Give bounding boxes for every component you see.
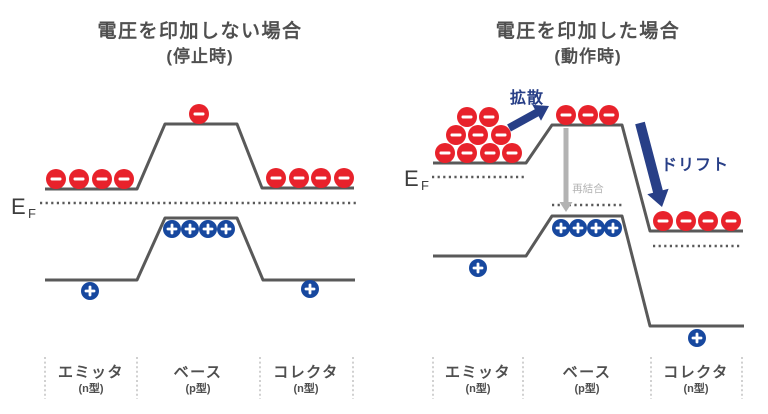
drift-arrow-icon [635,121,669,207]
electron-icon [480,143,500,163]
hole-icon [688,329,706,347]
hole-icon [604,219,622,237]
electron-icon [491,125,511,145]
electron-icon [311,168,331,188]
left-emitter-doping: (n型) [78,381,103,395]
left-collector-doping: (n型) [293,381,318,395]
electron-icon [479,107,499,127]
electron-icon [457,143,477,163]
electron-icon [556,105,576,125]
left-base-doping: (p型) [185,381,210,395]
electron-icon [578,105,598,125]
left-collector-label: コレクタ [273,364,338,381]
hole-icon [552,219,570,237]
right-carriers [435,105,741,347]
left-panel-subtitle: (停止時) [166,46,233,66]
electron-icon [435,143,455,163]
right-panel-subtitle: (動作時) [554,46,621,66]
recombination-label: 再結合 [572,182,604,195]
electron-icon [92,169,112,189]
electron-icon [676,211,696,231]
right-valence-band [433,214,744,328]
hole-icon [217,220,235,238]
hole-icon [301,280,319,298]
right-emitter-doping: (n型) [465,381,490,395]
hole-icon [81,282,99,300]
electron-icon [599,105,619,125]
hole-icon [569,219,587,237]
left-carriers [46,104,354,300]
left-panel-title: 電圧を印加しない場合 [97,19,302,42]
hole-icon [199,220,217,238]
electron-icon [334,168,354,188]
electron-icon [721,211,741,231]
right-base-label: ベース [563,364,612,381]
electron-icon [653,211,673,231]
right-emitter-label: エミッタ [445,364,511,381]
right-panel-title: 電圧を印加した場合 [496,19,681,42]
electron-icon [468,125,488,145]
right-collector-label: コレクタ [663,364,728,381]
left-ef-label: E [11,194,26,219]
right-base-doping: (p型) [574,381,599,395]
electron-icon [457,107,477,127]
hole-icon [587,219,605,237]
left-emitter-label: エミッタ [58,364,124,381]
hole-icon [181,220,199,238]
hole-icon [469,259,487,277]
drift-label: ドリフト [661,157,729,174]
diffusion-arrow-icon [507,104,549,132]
electron-icon [114,169,134,189]
left-conduction-band [45,122,354,191]
electron-icon [446,125,466,145]
electron-icon [69,169,89,189]
right-conduction-band [433,123,743,233]
electron-icon [266,168,286,188]
electron-icon [289,168,309,188]
electron-icon [189,104,209,124]
diffusion-label: 拡散 [510,88,544,107]
right-panel: 電圧を印加した場合 (動作時) E F 再結合 拡散 ドリフト エミッタ (n型… [404,19,744,399]
right-collector-doping: (n型) [683,381,708,395]
left-ef-subscript: F [28,206,36,221]
left-valence-band [45,216,355,282]
right-ef-label: E [404,166,419,191]
electron-icon [46,169,66,189]
electron-icon [698,211,718,231]
recombination-arrow-icon [559,128,573,212]
right-ef-subscript: F [421,178,429,193]
electron-icon [502,143,522,163]
left-panel: 電圧を印加しない場合 (停止時) E F エミッタ (n型) ベース (p型) … [11,19,356,399]
left-base-label: ベース [174,364,223,381]
hole-icon [163,220,181,238]
